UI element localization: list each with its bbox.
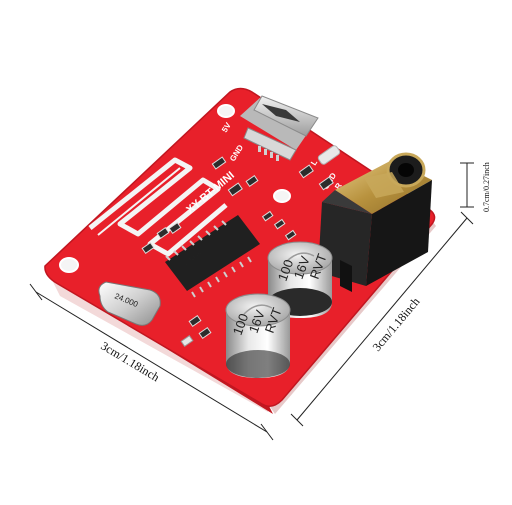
antenna-trace [88,157,228,257]
amplifier-chip: MS8006 [165,215,260,298]
mounting-hole [217,104,235,118]
audio-jack [318,152,432,292]
smd-components [141,145,341,348]
mounting-hole [273,189,291,203]
pin-label-r: R [333,181,344,191]
capacitor-2: 100 16V RVT [225,293,291,378]
pin-label-l: L [309,158,319,167]
mounting-hole [59,257,79,273]
dimension-height: 0.7cm/0.27inch [460,162,491,212]
pcb-board: XY-BT-MINI 5V GND L GND R [44,87,436,414]
capacitor-1-value: 100 [275,258,297,284]
micro-usb-port [240,95,319,161]
height-label: 0.7cm/0.27inch [482,162,491,212]
crystal-oscillator: 24.000 [98,281,161,326]
capacitor-2-value: 100 [230,312,252,338]
